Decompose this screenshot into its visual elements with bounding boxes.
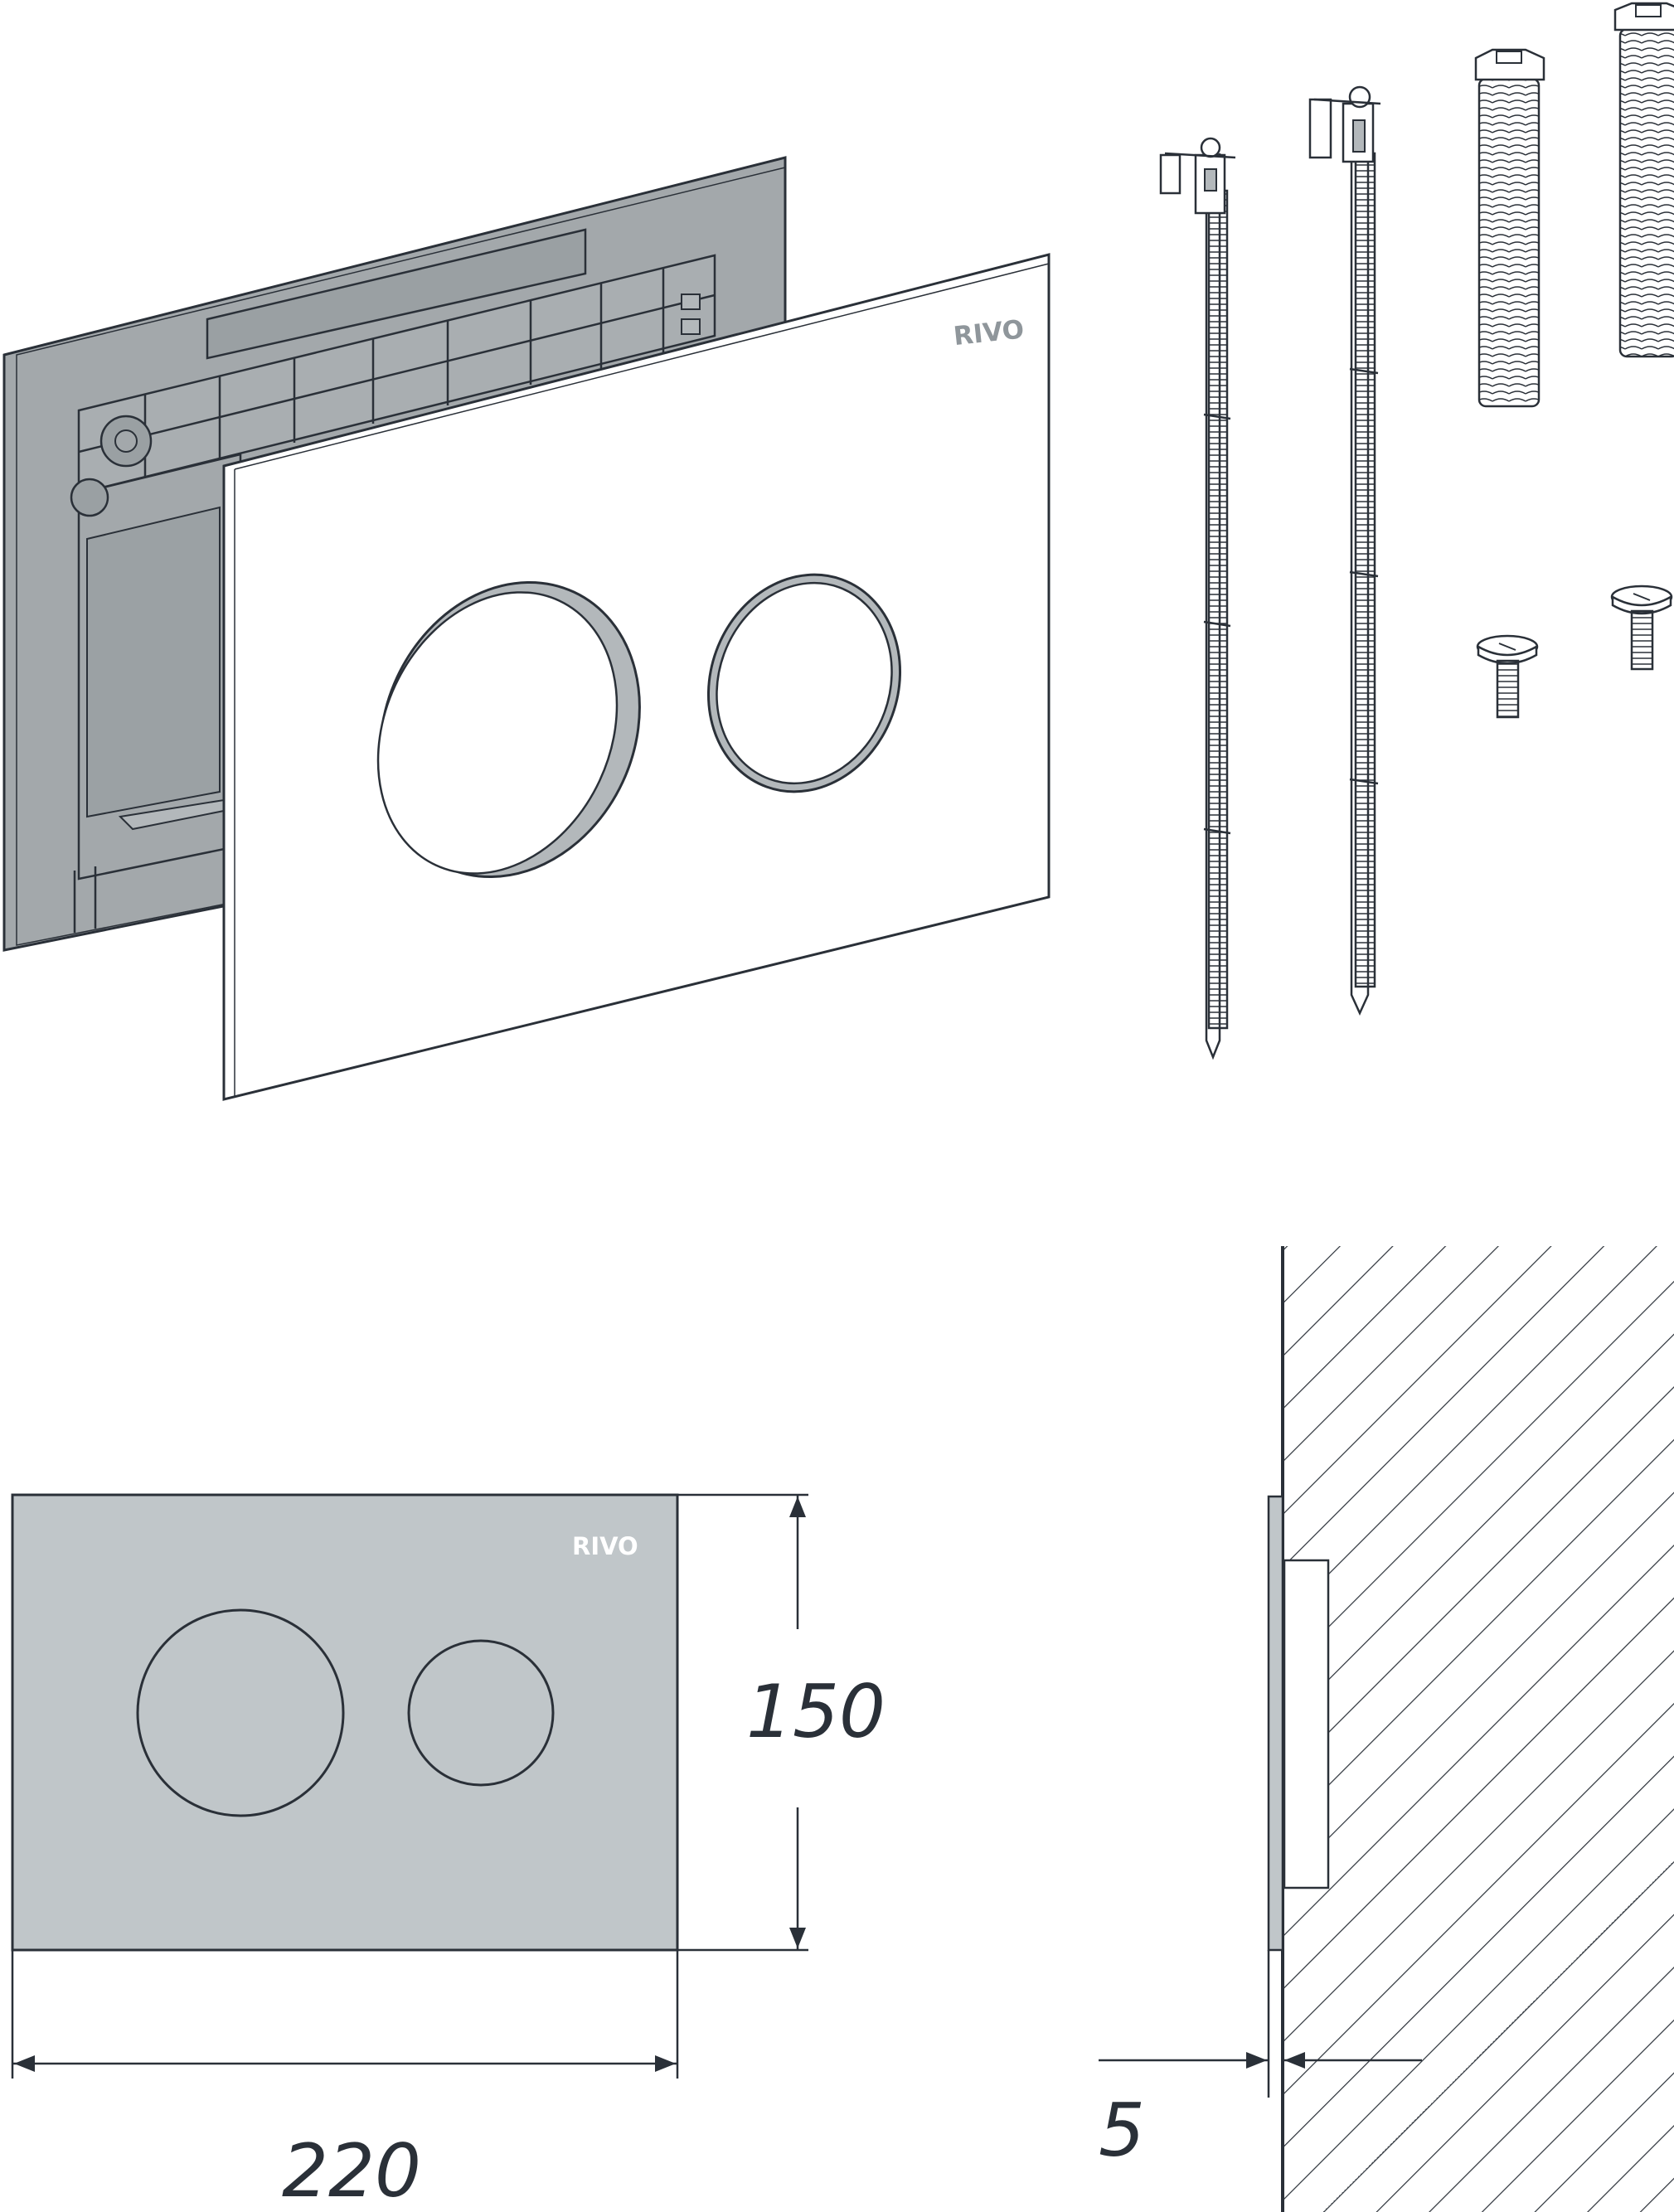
- front-plate: RIVO: [222, 253, 1050, 1101]
- depth-dimension: [1099, 1950, 1422, 2098]
- mounting-rod-1: [1159, 137, 1236, 1060]
- side-view-plate: [1267, 1495, 1330, 1952]
- screw-1: [1476, 634, 1539, 719]
- brand-logo-top: RIVO: [952, 314, 1026, 352]
- large-flush-button: [136, 1608, 345, 1817]
- width-dimension-label: 220: [282, 2128, 421, 2212]
- depth-dimension-label: 5: [1099, 2088, 1145, 2173]
- small-flush-button: [407, 1639, 555, 1787]
- height-dimension-label: 150: [746, 1669, 886, 1754]
- front-view-plate: RIVO: [11, 1493, 679, 1952]
- screw-2: [1610, 585, 1673, 671]
- threaded-sleeve-1: [1474, 48, 1545, 408]
- brand-logo-front: RIVO: [572, 1532, 638, 1560]
- height-dimension: [677, 1493, 808, 1952]
- wall-section: [1281, 1246, 1674, 2212]
- mounting-rod-2: [1308, 85, 1381, 1016]
- width-dimension: [11, 1950, 679, 2079]
- threaded-sleeve-2: [1613, 2, 1674, 358]
